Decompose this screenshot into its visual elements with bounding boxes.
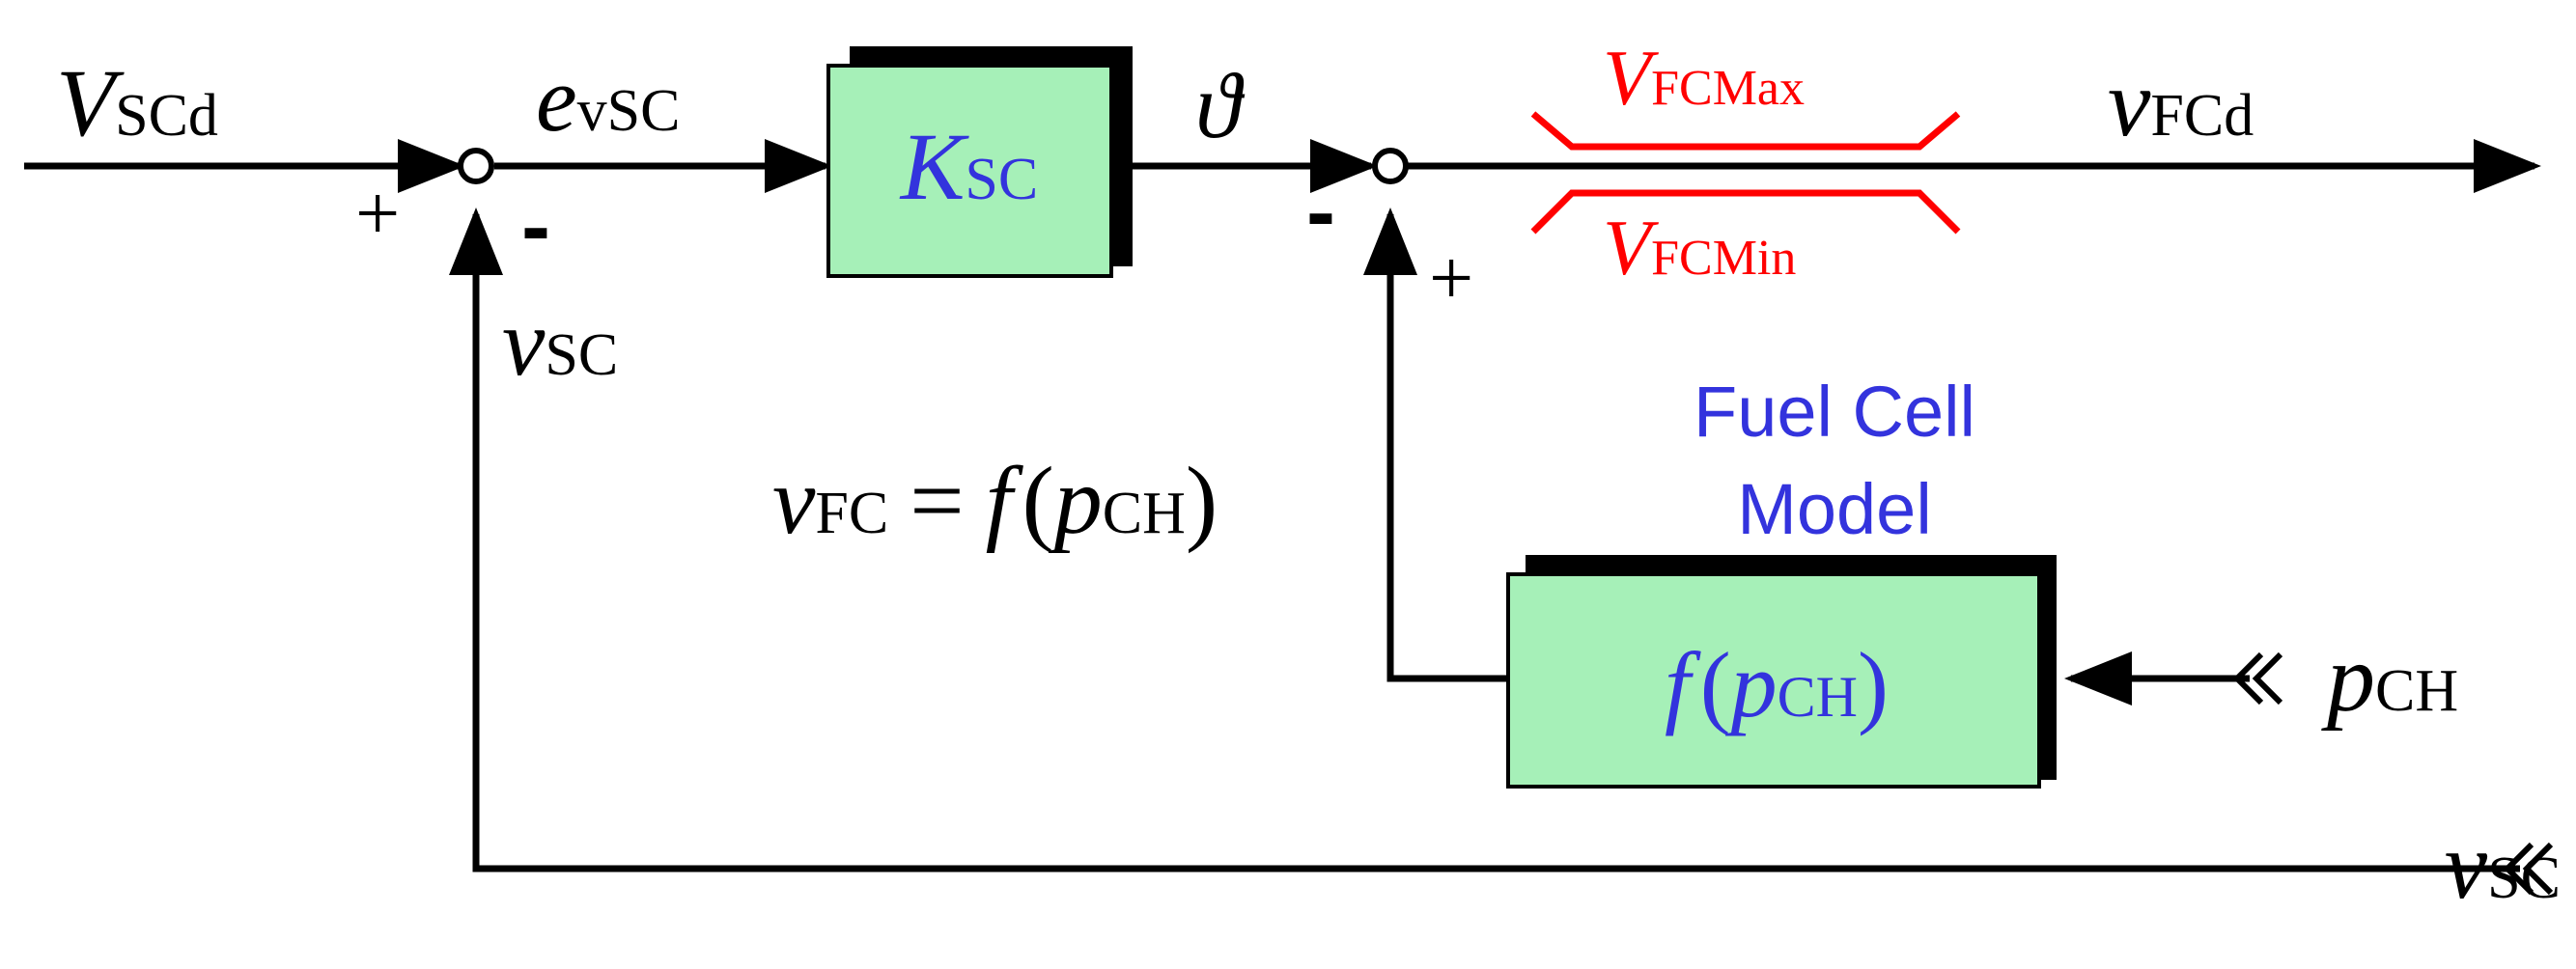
sum1-plus-sign: +: [355, 169, 400, 257]
fuel-cell-title-line1: Fuel Cell: [1694, 372, 1975, 452]
sc-input-label-sub: SC: [2487, 845, 2561, 911]
reference-label-main: V: [56, 49, 125, 156]
saturation-upper-bracket: [1530, 111, 1961, 151]
sc-input-label-main: v: [2445, 812, 2488, 919]
pressure-input-label-main: p: [2321, 624, 2375, 732]
error-label-main: e: [536, 47, 577, 151]
sc-feedback-label-sub: SC: [545, 322, 618, 388]
fc-feedback-wire: [1363, 208, 1511, 682]
gain-label-sub: SC: [965, 147, 1038, 212]
fuel-cell-block-function: f(pCH): [1665, 633, 1889, 736]
sum1-minus-sign: -: [521, 179, 550, 275]
controller-output-label: ϑ: [1195, 54, 1246, 157]
fc-relation-arg-sub: CH: [1103, 481, 1186, 546]
saturation-limiter: [1530, 111, 1961, 235]
fuel-cell-function-arg: p: [1725, 633, 1778, 736]
error-label-sub: vSC: [577, 78, 681, 144]
fuel-cell-block-body: [1506, 572, 2041, 789]
gain-block-body: [826, 64, 1113, 278]
output-label: vFCd: [2108, 49, 2254, 156]
fc-relation-eq: =: [910, 447, 964, 554]
fuel-cell-block: f(pCH): [1506, 555, 2057, 789]
summing-junction-2: [1372, 148, 1409, 184]
output-label-sub: FCd: [2150, 83, 2254, 149]
fc-relation-arg: p: [1049, 447, 1103, 554]
saturation-max-main: V: [1603, 34, 1659, 122]
saturation-max-label: VFCMax: [1603, 34, 1805, 122]
sc-input-marker: [2503, 842, 2554, 896]
sum2-minus-sign: -: [1306, 164, 1335, 261]
reference-label-sub: SCd: [115, 83, 218, 149]
fc-relation-close: ): [1186, 447, 1218, 554]
sc-feedback-wire: [449, 208, 2520, 872]
sc-input-label: vSC: [2445, 812, 2561, 919]
saturation-lower-bracket: [1530, 189, 1961, 235]
saturation-max-sub: FCMax: [1651, 61, 1805, 116]
fuel-cell-function-open: (: [1700, 633, 1731, 736]
output-label-main: v: [2108, 49, 2151, 156]
saturation-min-label: VFCMin: [1603, 204, 1796, 291]
summing-junction-1: [458, 148, 494, 184]
fc-relation-lhs: v: [772, 447, 816, 554]
sc-feedback-label-main: v: [502, 289, 546, 396]
fuel-cell-relation-label: vFC =f(pCH): [772, 447, 1218, 554]
fuel-cell-function-close: ): [1858, 633, 1889, 736]
sc-feedback-label: vSC: [502, 289, 618, 396]
fc-relation-f: f: [986, 447, 1024, 554]
fc-relation-open: (: [1022, 447, 1053, 554]
fuel-cell-title-line2: Model: [1737, 469, 1932, 549]
saturation-min-sub: FCMin: [1651, 231, 1796, 286]
reference-label: VSCd: [56, 49, 218, 156]
pressure-input-marker: [2232, 651, 2283, 706]
gain-label-main: K: [899, 113, 969, 220]
fuel-cell-function-arg-sub: CH: [1778, 665, 1858, 729]
gain-label: KSC: [899, 113, 1039, 220]
pressure-input-label: pCH: [2321, 624, 2458, 732]
pressure-input-label-sub: CH: [2375, 658, 2458, 724]
saturation-min-main: V: [1603, 204, 1659, 291]
fc-relation-lhs-sub: FC: [815, 481, 888, 546]
gain-block: KSC: [826, 46, 1133, 278]
sum2-plus-sign: +: [1429, 234, 1473, 321]
error-label: evSC: [536, 47, 680, 151]
